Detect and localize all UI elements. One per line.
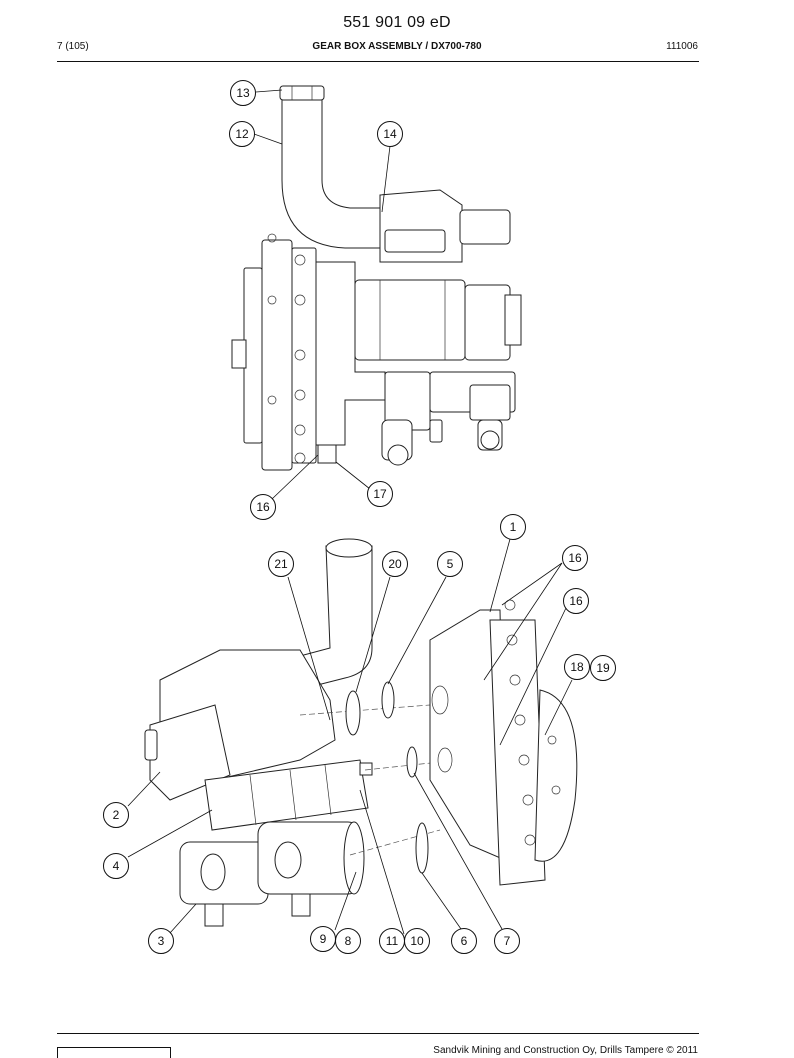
- svg-text:19: 19: [596, 661, 610, 675]
- svg-text:4: 4: [113, 859, 120, 873]
- svg-text:12: 12: [235, 127, 249, 141]
- svg-text:10: 10: [410, 934, 424, 948]
- svg-text:2: 2: [113, 808, 120, 822]
- svg-text:5: 5: [447, 557, 454, 571]
- svg-text:14: 14: [383, 127, 397, 141]
- document-number: 551 901 09 eD: [343, 14, 451, 31]
- svg-text:11: 11: [386, 934, 399, 948]
- callout-3: 3: [148, 928, 174, 954]
- callout-8: 8: [335, 928, 361, 954]
- svg-text:3: 3: [158, 934, 165, 948]
- svg-text:17: 17: [373, 487, 387, 501]
- footer-copyright: Sandvik Mining and Construction Oy, Dril…: [433, 1045, 698, 1056]
- svg-text:20: 20: [388, 557, 402, 571]
- callout-19: 19: [590, 655, 616, 681]
- assembled-gearbox-view: [231, 85, 522, 471]
- svg-text:16: 16: [568, 551, 582, 565]
- callout-10: 10: [404, 928, 430, 954]
- svg-text:1: 1: [510, 520, 517, 534]
- page-title: GEAR BOX ASSEMBLY / DX700-780: [312, 41, 482, 52]
- drawing-code: 111006: [666, 41, 698, 52]
- callout-9: 9: [310, 926, 336, 952]
- svg-text:16: 16: [256, 500, 270, 514]
- svg-text:9: 9: [320, 932, 327, 946]
- svg-text:16: 16: [569, 594, 583, 608]
- exploded-gearbox-view: [144, 538, 578, 927]
- callout-11: 11: [379, 928, 405, 954]
- callout-17: 17: [367, 481, 393, 507]
- leader-lines: [127, 89, 573, 935]
- callout-2: 2: [103, 802, 129, 828]
- callout-13: 13: [230, 80, 256, 106]
- header-rule: [57, 61, 699, 62]
- svg-text:6: 6: [461, 934, 468, 948]
- callout-16-lower: 16: [563, 588, 589, 614]
- callout-4: 4: [103, 853, 129, 879]
- svg-text:21: 21: [274, 557, 288, 571]
- callout-6: 6: [451, 928, 477, 954]
- page-number: 7 (105): [57, 41, 89, 52]
- callout-5: 5: [437, 551, 463, 577]
- footer-rule: [57, 1033, 699, 1034]
- callout-7: 7: [494, 928, 520, 954]
- svg-text:8: 8: [345, 934, 352, 948]
- callout-16: 16: [250, 494, 276, 520]
- svg-text:18: 18: [570, 660, 584, 674]
- callout-1: 1: [500, 514, 526, 540]
- svg-text:7: 7: [504, 934, 511, 948]
- callout-21: 21: [268, 551, 294, 577]
- callout-12: 12: [229, 121, 255, 147]
- callout-20: 20: [382, 551, 408, 577]
- callout-16-upper: 16: [562, 545, 588, 571]
- callout-18: 18: [564, 654, 590, 680]
- callout-14: 14: [377, 121, 403, 147]
- svg-text:13: 13: [236, 86, 250, 100]
